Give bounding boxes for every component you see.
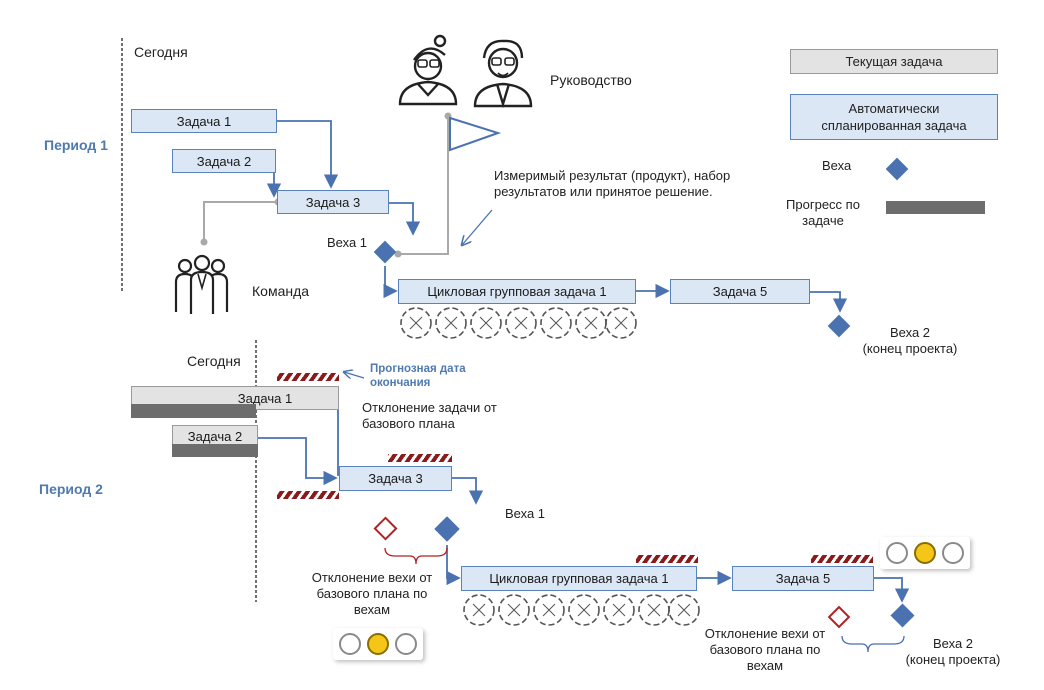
task2-p2-label: Задача 2 <box>187 428 243 444</box>
baseline-hatch-task3-start <box>277 491 339 499</box>
cyclic-task-p2[interactable]: Цикловая групповая задача 1 <box>461 566 697 591</box>
forecast-date-label: Прогнозная дата окончания <box>370 363 466 389</box>
brace-right <box>841 635 905 653</box>
today-label-p1: Сегодня <box>134 44 188 60</box>
task1-p1-label: Задача 1 <box>176 113 232 129</box>
note-pointer <box>462 209 493 245</box>
legend-current-task: Текущая задача <box>790 49 998 74</box>
management-link <box>398 116 449 255</box>
task2-p2-progress <box>172 444 258 457</box>
milestone1-label-p1: Веха 1 <box>327 235 368 250</box>
task3-p2-label: Задача 3 <box>368 471 423 486</box>
task2-p1[interactable]: Задача 2 <box>172 149 276 173</box>
task1-p2-label: Задача 1 <box>237 390 293 406</box>
link-task3-milestone1 <box>389 202 421 236</box>
milestone-deviation-right: Отклонение вехи от базового плана по вех… <box>704 626 826 673</box>
task5-p2[interactable]: Задача 5 <box>732 566 874 591</box>
legend-auto-task: Автоматически спланированная задача <box>790 94 998 140</box>
status-light-green <box>395 633 417 655</box>
team-icon <box>174 254 229 314</box>
status-light-yellow <box>367 633 389 655</box>
today-label-p2: Сегодня <box>187 353 241 369</box>
cyclic-task-p2-label: Цикловая групповая задача 1 <box>489 571 669 586</box>
link-task1-task3 <box>276 120 339 189</box>
cycle-icons-p2 <box>463 594 700 626</box>
milestone-deviation-left: Отклонение вехи от базового плана по вех… <box>311 570 433 617</box>
status-light-red <box>339 633 361 655</box>
milestone2-label-p1: Веха 2 (конец проекта) <box>862 325 958 356</box>
forecast-hatch-task1 <box>277 373 339 381</box>
forecast-pointer <box>344 372 365 378</box>
cyclic-task-p1-label: Цикловая групповая задача 1 <box>427 284 607 299</box>
man-manager-icon <box>473 39 533 109</box>
link-p2-task2-task3 <box>258 437 338 486</box>
team-label: Команда <box>252 283 310 299</box>
legend-milestone-diamond <box>885 157 909 181</box>
baseline-hatch-cyclic <box>636 555 698 563</box>
legend-auto-task-label: Автоматически спланированная задача <box>821 101 967 133</box>
cyclic-task-p1[interactable]: Цикловая групповая задача 1 <box>398 279 636 304</box>
result-note: Измеримый результат (продукт), набор рез… <box>494 168 731 199</box>
milestone1-label-p2: Веха 1 <box>505 506 546 521</box>
milestone2-label-p2: Веха 2 (конец проекта) <box>905 636 1001 667</box>
milestone1-diamond-p1 <box>373 240 397 264</box>
period2-label: Период 2 <box>39 481 103 497</box>
task-deviation-label: Отклонение задачи от базового плана <box>362 400 497 431</box>
task5-p1-label: Задача 5 <box>712 284 768 299</box>
milestone2-diamond-p2 <box>890 603 915 628</box>
task5-p1[interactable]: Задача 5 <box>670 279 810 304</box>
baseline-hatch-task3 <box>388 454 452 462</box>
milestone1-baseline-diamond-p2 <box>373 516 398 541</box>
link-p2-task1-task3 <box>337 404 340 476</box>
link-p2-task5-milestone2 <box>874 577 910 603</box>
task5-p2-label: Задача 5 <box>775 571 831 586</box>
status-light-red <box>886 542 908 564</box>
status-lights-top <box>880 537 970 569</box>
milestone2-diamond-p1 <box>827 314 851 338</box>
link-p2-task3-milestone1 <box>452 477 484 505</box>
flag-icon <box>449 116 502 152</box>
task2-p1-label: Задача 2 <box>196 153 252 169</box>
period1-label: Период 1 <box>44 137 108 153</box>
brace-left <box>384 547 448 565</box>
link-milestone1-cyclic <box>383 266 398 299</box>
status-lights-bottom <box>333 628 423 660</box>
management-label: Руководство <box>550 72 632 88</box>
legend-progress-label: Прогресс по задаче <box>786 197 860 228</box>
link-task5-milestone2 <box>810 291 848 313</box>
task3-p1[interactable]: Задача 3 <box>277 190 389 214</box>
legend-milestone-label: Веха <box>822 158 852 173</box>
status-light-yellow <box>914 542 936 564</box>
link-p2-milestone1-cyclic <box>446 545 461 586</box>
milestone2-baseline-diamond-p2 <box>827 605 851 629</box>
task1-p2-progress <box>131 404 256 418</box>
legend-current-task-label: Текущая задача <box>845 54 943 69</box>
legend-progress-bar <box>886 201 985 214</box>
cycle-icons-p1 <box>400 307 637 339</box>
task1-p1[interactable]: Задача 1 <box>131 109 277 133</box>
task3-p2[interactable]: Задача 3 <box>339 466 452 491</box>
milestone1-diamond-p2 <box>434 516 460 542</box>
woman-manager-icon <box>398 34 458 106</box>
task3-p1-label: Задача 3 <box>305 194 361 210</box>
status-light-green <box>942 542 964 564</box>
baseline-hatch-task5 <box>811 555 873 563</box>
team-link <box>203 201 278 242</box>
